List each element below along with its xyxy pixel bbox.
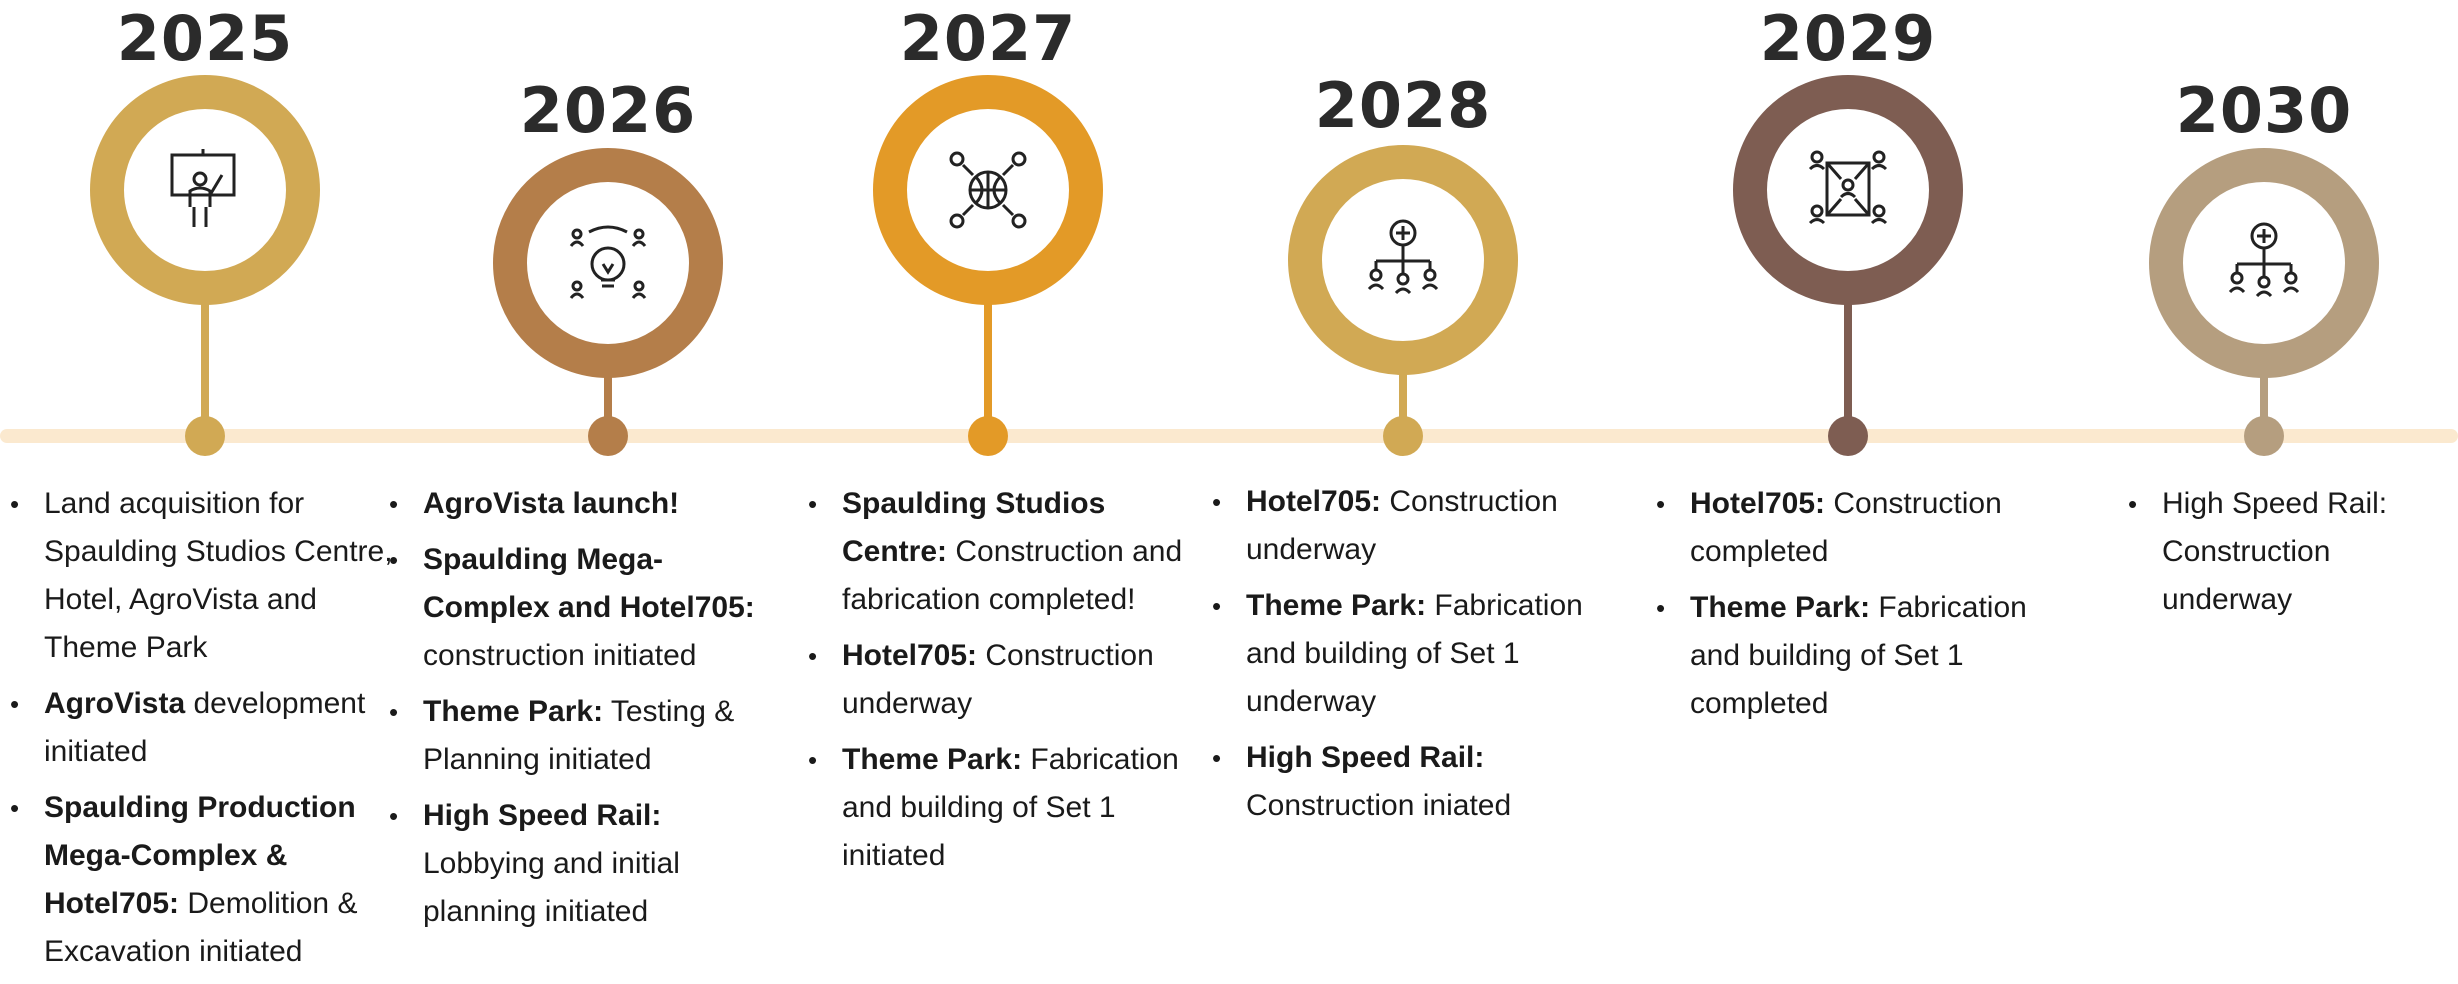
detail-item: Hotel705: Construction underway (1210, 478, 1590, 574)
detail-item: Theme Park: Testing & Planning initiated (387, 688, 787, 784)
detail-item: High Speed Rail: Construction underway (2126, 480, 2426, 624)
detail-item: Theme Park: Fabrication and building of … (806, 736, 1186, 880)
org-chart-add-icon (2228, 222, 2300, 298)
milestone-2029: 2029 (1728, 0, 1968, 456)
milestone-2025-details: Land acquisition for Spaulding Studios C… (8, 480, 393, 984)
milestone-2029-details: Hotel705: Construction completed Theme P… (1654, 480, 2044, 736)
milestone-ring (1733, 75, 1963, 305)
milestone-stem (984, 300, 992, 420)
milestone-ring (873, 75, 1103, 305)
milestone-ring (2149, 148, 2379, 378)
detail-item: Land acquisition for Spaulding Studios C… (8, 480, 393, 672)
milestone-stem (1844, 300, 1852, 420)
detail-item: Spaulding Mega-Complex and Hotel705: con… (387, 536, 787, 680)
basketball-team-icon (949, 151, 1027, 229)
org-chart-add-icon (1367, 219, 1439, 295)
milestone-2027: 2027 (868, 0, 1108, 456)
year-label: 2030 (2175, 74, 2353, 147)
detail-item: Hotel705: Construction underway (806, 632, 1186, 728)
timeline-baseline (0, 429, 2458, 443)
detail-item: Theme Park: Fabrication and building of … (1210, 582, 1590, 726)
milestone-ring (90, 75, 320, 305)
milestone-2028-details: Hotel705: Construction underway Theme Pa… (1210, 478, 1590, 838)
milestone-ring (1288, 145, 1518, 375)
detail-item: Theme Park: Fabrication and building of … (1654, 584, 2044, 728)
milestone-dot (2244, 416, 2284, 456)
milestone-dot (588, 416, 628, 456)
year-label: 2027 (899, 2, 1077, 75)
detail-item: Spaulding Production Mega-Complex & Hote… (8, 784, 393, 976)
detail-item: Hotel705: Construction completed (1654, 480, 2044, 576)
year-label: 2028 (1314, 69, 1492, 142)
milestone-stem (2260, 375, 2268, 420)
milestone-2025: 2025 (85, 0, 325, 456)
milestone-2026-details: AgroVista launch! Spaulding Mega-Complex… (387, 480, 787, 944)
milestone-2027-details: Spaulding Studios Centre: Construction a… (806, 480, 1186, 888)
detail-item: AgroVista launch! (387, 480, 787, 528)
milestone-2026: 2026 (488, 0, 728, 456)
milestone-stem (604, 375, 612, 420)
presentation-icon (170, 149, 236, 227)
year-label: 2025 (116, 2, 294, 75)
milestone-dot (185, 416, 225, 456)
year-label: 2029 (1759, 2, 1937, 75)
milestone-dot (1383, 416, 1423, 456)
milestone-2028: 2028 (1283, 0, 1523, 456)
year-label: 2026 (519, 74, 697, 147)
milestone-stem (201, 300, 209, 420)
milestone-dot (1828, 416, 1868, 456)
network-people-icon (1808, 150, 1888, 225)
milestone-ring (493, 148, 723, 378)
detail-item: High Speed Rail: Construction iniated (1210, 734, 1590, 830)
milestone-2030-details: High Speed Rail: Construction underway (2126, 480, 2426, 632)
detail-item: Spaulding Studios Centre: Construction a… (806, 480, 1186, 624)
milestone-2030: 2030 (2144, 0, 2384, 456)
detail-item: High Speed Rail: Lobbying and initial pl… (387, 792, 787, 936)
detail-item: AgroVista development initiated (8, 680, 393, 776)
idea-team-icon (569, 225, 647, 299)
milestone-stem (1399, 372, 1407, 420)
milestone-dot (968, 416, 1008, 456)
